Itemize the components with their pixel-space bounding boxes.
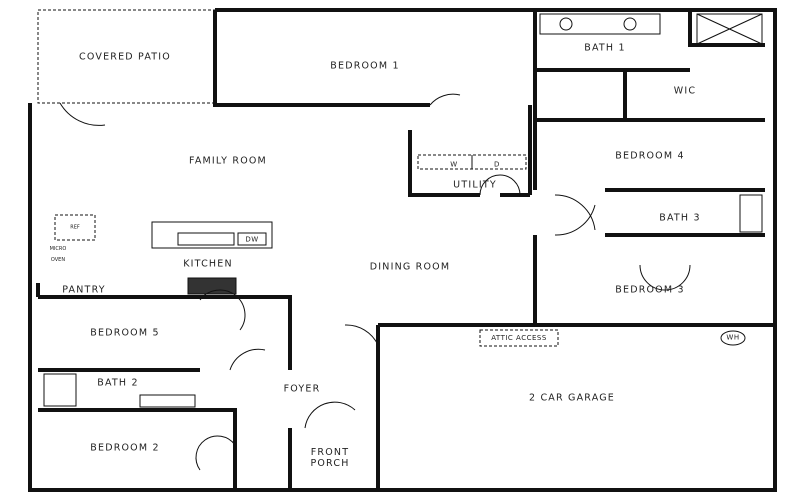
garage-label: 2 CAR GARAGE: [529, 392, 615, 404]
bedroom-4-label: BEDROOM 4: [615, 150, 685, 162]
front-porch-label: FRONT PORCH: [310, 447, 350, 469]
family-room-label: FAMILY ROOM: [189, 155, 267, 167]
walls: [28, 8, 777, 492]
pantry-label: PANTRY: [62, 284, 106, 296]
bath-1-label: BATH 1: [584, 42, 626, 54]
dryer-label: D: [494, 160, 500, 169]
bedroom-1-label: BEDROOM 1: [330, 60, 400, 72]
attic-access-label: ATTIC ACCESS: [491, 334, 547, 342]
bedroom-3-label: BEDROOM 3: [615, 284, 685, 296]
washer-label: W: [450, 160, 458, 169]
micro-oven-label: MICRO OVEN: [49, 246, 67, 263]
refrigerator-label: REF: [70, 224, 80, 231]
kitchen-label: KITCHEN: [183, 258, 233, 270]
dishwasher-label: DW: [245, 235, 259, 244]
covered-patio-label: COVERED PATIO: [79, 51, 171, 63]
wic-label: WIC: [673, 85, 697, 97]
foyer-label: FOYER: [283, 383, 321, 395]
fixtures-lines: [37, 9, 770, 491]
dining-room-label: DINING ROOM: [369, 261, 451, 273]
water-heater-label: WH: [726, 333, 740, 342]
utility-label: UTILITY: [453, 179, 497, 191]
bedroom-2-label: BEDROOM 2: [90, 442, 160, 454]
bath-3-label: BATH 3: [659, 212, 701, 224]
bath-2-label: BATH 2: [97, 377, 139, 389]
bedroom-5-label: BEDROOM 5: [90, 327, 160, 339]
